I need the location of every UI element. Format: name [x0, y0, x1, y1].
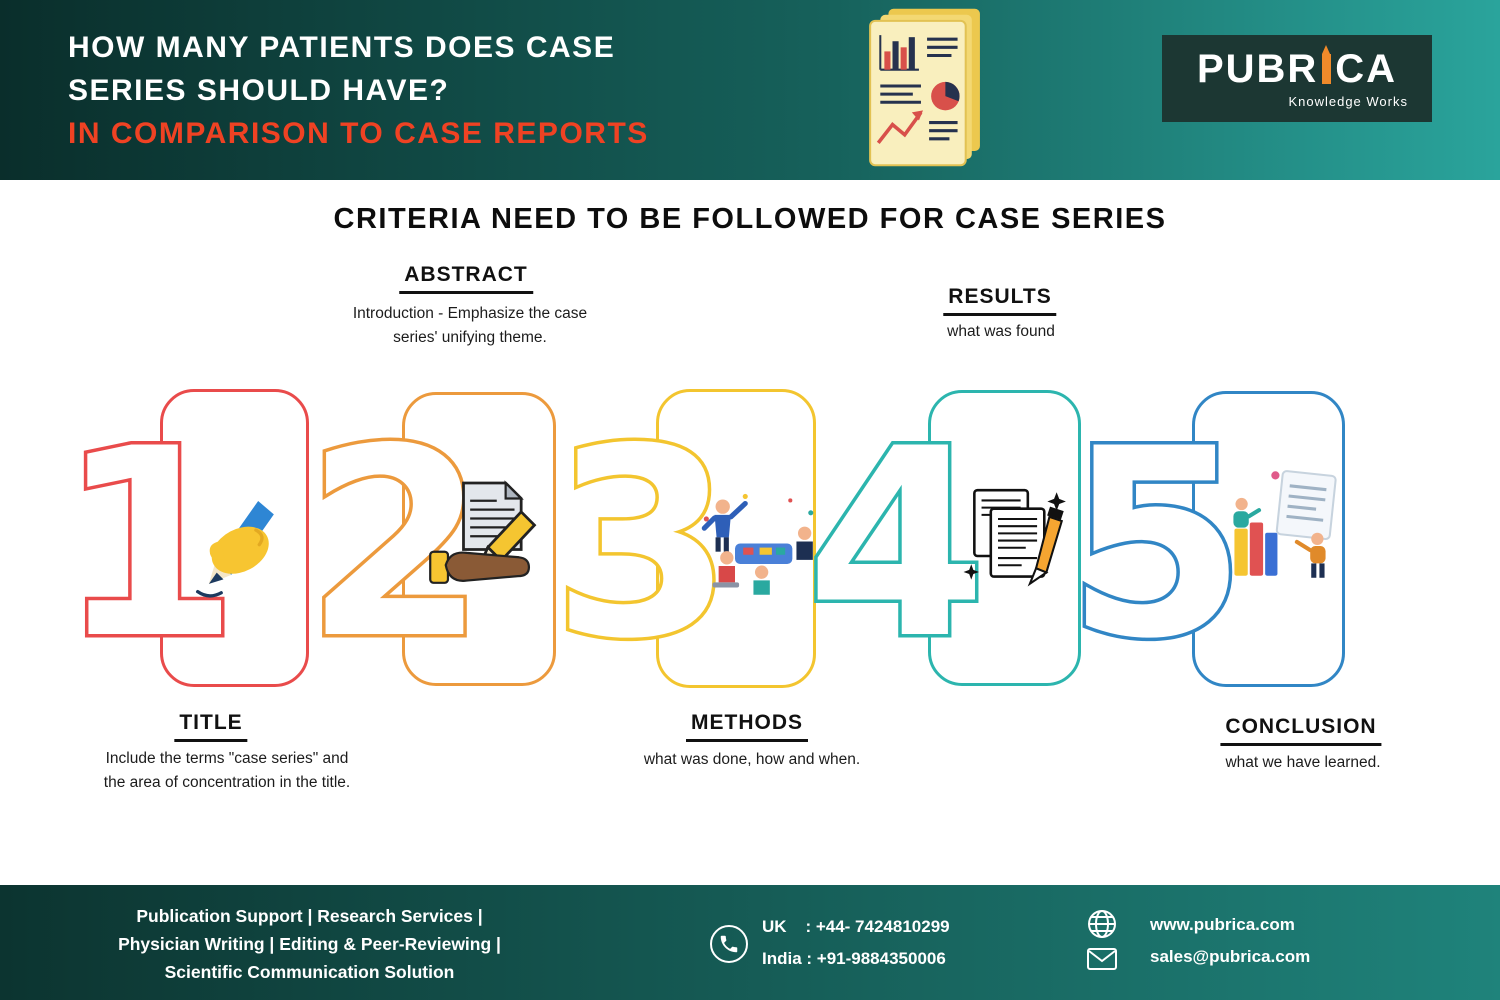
step-number-4: 4 [803, 394, 991, 696]
step-number-2: 2 [302, 394, 490, 696]
step-label-conclusion: CONCLUSION [1220, 715, 1382, 746]
step-number-5: 5 [1063, 394, 1251, 696]
writing-hand-icon [196, 500, 274, 598]
step-label-title: TITLE [174, 711, 248, 742]
logo-tagline: Knowledge Works [1288, 93, 1408, 109]
team-meeting-icon [701, 493, 814, 595]
pubrica-logo-wordmark: PUBR CA [1196, 44, 1398, 91]
step-number-1: 1 [55, 394, 243, 696]
header-subtitle: IN COMPARISON TO CASE REPORTS [68, 117, 649, 150]
header-banner: HOW MANY PATIENTS DOES CASE SERIES SHOUL… [0, 0, 1500, 180]
footer-banner [0, 885, 1500, 1000]
phone-icon [710, 925, 748, 963]
step-label-abstract: ABSTRACT [399, 263, 533, 294]
step-card-4 [928, 390, 1081, 686]
page-title: CRITERIA NEED TO BE FOLLOWED FOR CASE SE… [333, 203, 1167, 235]
step-number-3: 3 [549, 394, 737, 696]
phone-uk: UK : +44- 7424810299 [762, 917, 950, 936]
logo-text-part2: CA [1335, 46, 1398, 91]
header-title-block: HOW MANY PATIENTS DOES CASE SERIES SHOUL… [68, 26, 649, 155]
mail-icon [1087, 948, 1117, 970]
step-desc-title: Include the terms "case series" and the … [103, 750, 351, 792]
services-line3: Scientific Communication Solution [164, 962, 455, 982]
report-pencil-icon [963, 488, 1066, 587]
email-link: sales@pubrica.com [1150, 947, 1311, 966]
step-card-1 [160, 389, 309, 687]
phone-india: India : +91-9884350006 [762, 949, 946, 968]
pencil-icon [1322, 44, 1332, 84]
globe-icon [1088, 910, 1116, 938]
step-card-2 [402, 392, 556, 686]
step-desc-methods: what was done, how and when. [643, 751, 861, 768]
services-line1: Publication Support | Research Services … [136, 906, 483, 926]
header-title-line2: SERIES SHOULD HAVE? [68, 74, 450, 107]
website-link: www.pubrica.com [1150, 915, 1295, 934]
logo-text-part1: PUBR [1196, 46, 1319, 91]
document-chart-icon [869, 8, 980, 167]
step-label-methods: METHODS [686, 711, 808, 742]
step-desc-conclusion: what we have learned. [1225, 754, 1381, 771]
step-desc-results: what was found [947, 323, 1055, 340]
step-card-5 [1192, 391, 1345, 687]
footer-services: Publication Support | Research Services … [62, 902, 557, 986]
pubrica-logo: PUBR CA Knowledge Works [1162, 35, 1432, 122]
step-label-results: RESULTS [943, 285, 1057, 316]
services-line2: Physician Writing | Editing & Peer-Revie… [118, 934, 501, 954]
header-title-line1: HOW MANY PATIENTS DOES CASE [68, 31, 616, 64]
step-desc-abstract: Introduction - Emphasize the case series… [352, 305, 588, 347]
step-card-3 [656, 389, 816, 688]
document-in-hand-icon [429, 480, 537, 584]
learning-people-icon [1233, 470, 1337, 578]
